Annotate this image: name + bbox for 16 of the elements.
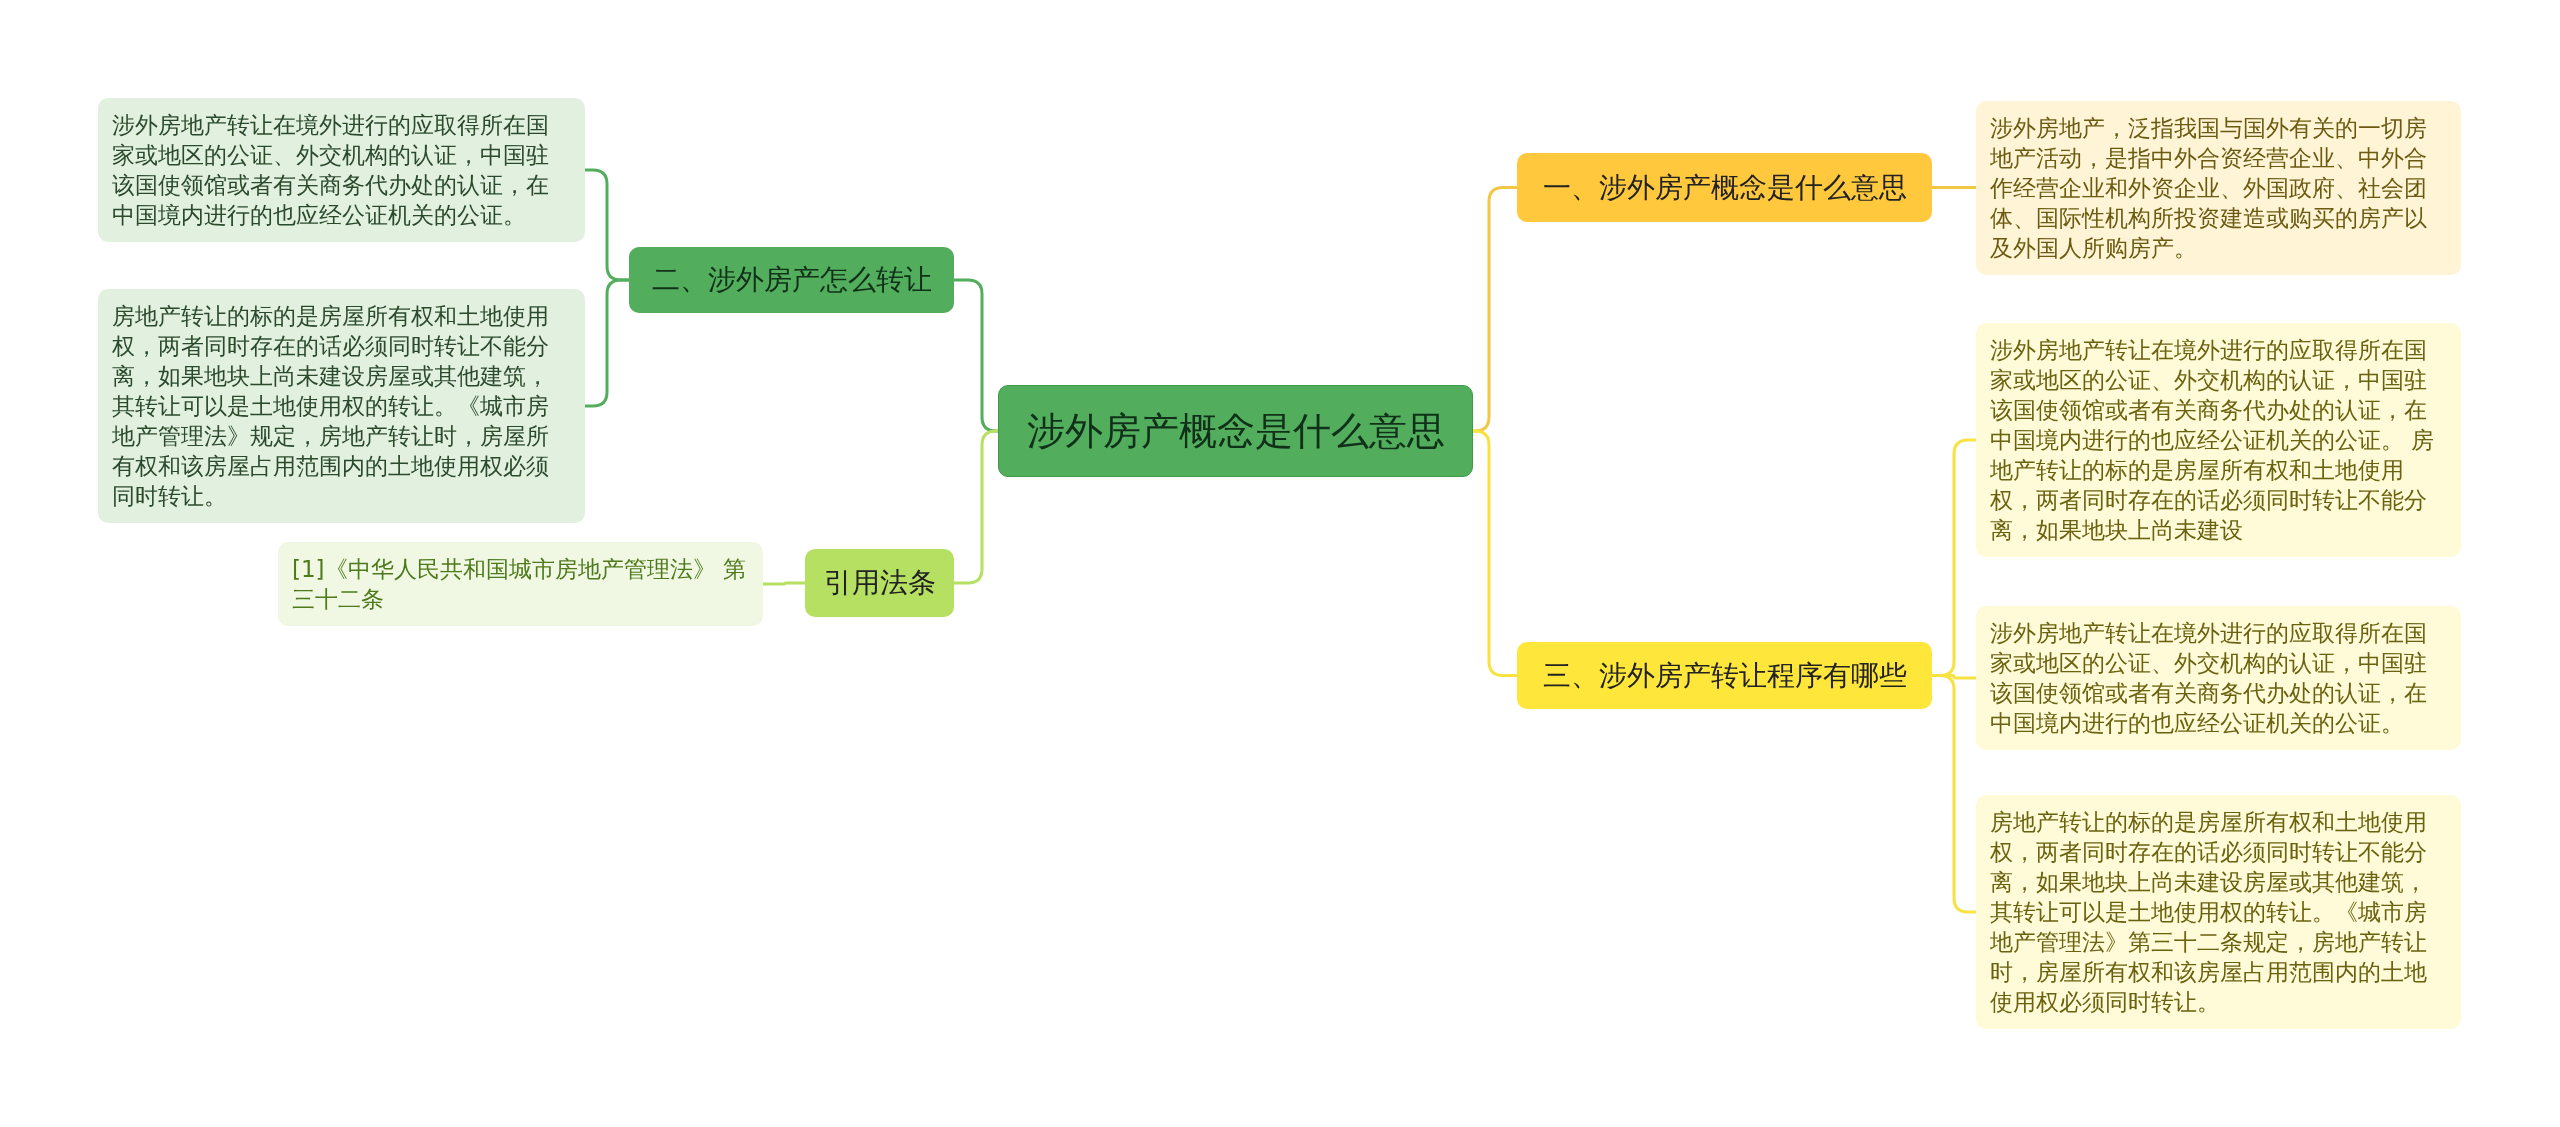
note-box: 房地产转让的标的是房屋所有权和土地使用权，两者同时存在的话必须同时转让不能分离，如果地块上尚未建设房屋或其他建筑，其转让可以是土地使用权的转让。《城市房地产管理法》规定，房地产转让时，房屋所有权和该房屋占用范围内的土地使用权必须同时转让。 xyxy=(98,289,585,523)
central-topic-box: 涉外房产概念是什么意思 xyxy=(998,385,1473,477)
connector xyxy=(763,581,805,586)
note-box: 涉外房地产，泛指我国与国外有关的一切房地产活动，是指中外合资经营企业、中外合作经营企业和外资企业、外国政府、社会团体、国际性机构所投资建造或购买的房产以及外国人所购房产。 xyxy=(1976,101,2461,275)
connector xyxy=(1932,674,1976,914)
note-box: 涉外房地产转让在境外进行的应取得所在国家或地区的公证、外交机构的认证，中国驻该国使领馆或者有关商务代办处的认证，在中国境内进行的也应经公证机关的公证。 房地产转让的标的是房屋所有权和土地使用权，两者同时存在的话必须同时转让不能分离，如果地块上尚未建设 xyxy=(1976,323,2461,557)
connector xyxy=(1932,186,1976,189)
note-box: 涉外房地产转让在境外进行的应取得所在国家或地区的公证、外交机构的认证，中国驻该国使领馆或者有关商务代办处的认证，在中国境内进行的也应经公证机关的公证。 xyxy=(1976,606,2461,750)
citation-box: [1]《中华人民共和国城市房地产管理法》 第三十二条 xyxy=(278,542,763,626)
note-box: 涉外房地产转让在境外进行的应取得所在国家或地区的公证、外交机构的认证，中国驻该国使领馆或者有关商务代办处的认证，在中国境内进行的也应经公证机关的公证。 xyxy=(98,98,585,242)
topic-box: 引用法条 xyxy=(805,549,954,617)
connector xyxy=(585,278,629,408)
note-box: 房地产转让的标的是房屋所有权和土地使用权，两者同时存在的话必须同时转让不能分离，如果地块上尚未建设房屋或其他建筑，其转让可以是土地使用权的转让。《城市房地产管理法》第三十二条规定，房地产转让时，房屋所有权和该房屋占用范围内的土地使用权必须同时转让。 xyxy=(1976,795,2461,1029)
topic-box: 一、涉外房产概念是什么意思 xyxy=(1517,153,1932,222)
topic-box: 二、涉外房产怎么转让 xyxy=(629,247,954,313)
topic-box: 三、涉外房产转让程序有哪些 xyxy=(1517,642,1932,709)
